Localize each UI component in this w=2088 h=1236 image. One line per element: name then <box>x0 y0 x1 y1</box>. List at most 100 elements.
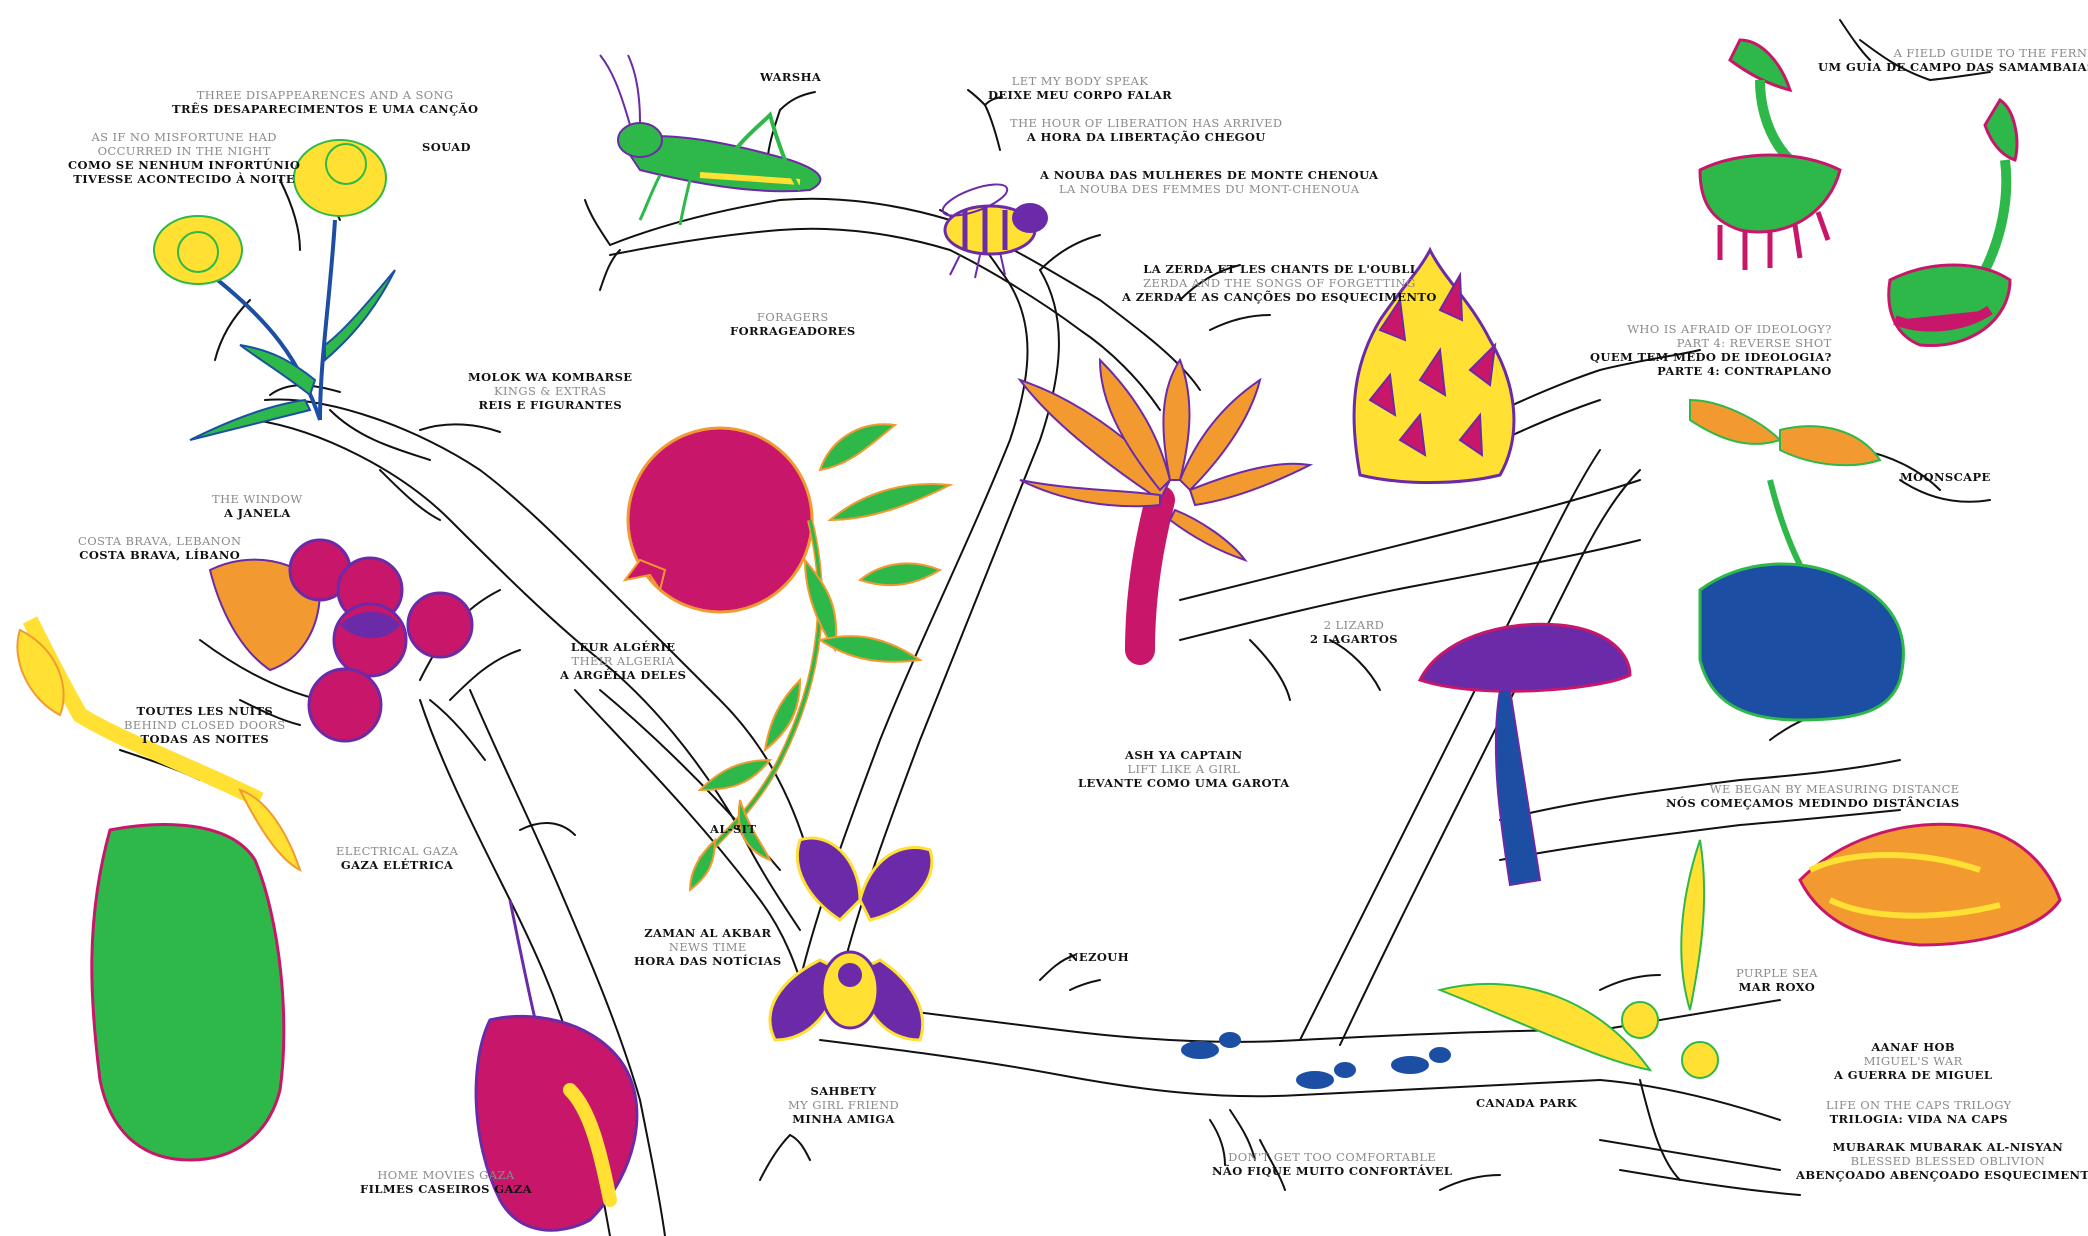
label-line: COSTA BRAVA, LEBANON <box>78 534 241 548</box>
label-line: TODAS AS NOITES <box>124 732 286 746</box>
label-zaman-al-akbar: ZAMAN AL AKBAR NEWS TIME HORA DAS NOTÍCI… <box>634 926 782 968</box>
label-line: GAZA ELÉTRICA <box>336 858 458 872</box>
label-line: MY GIRL FRIEND <box>788 1098 899 1112</box>
label-mubarak: MUBARAK MUBARAK AL-NISYAN BLESSED BLESSE… <box>1796 1140 2088 1182</box>
label-three-disappearences: THREE DISAPPEARENCES AND A SONG TRÊS DES… <box>172 88 478 116</box>
label-line: MAR ROXO <box>1736 980 1818 994</box>
label-line: A ZERDA E AS CANÇÕES DO ESQUECIMENTO <box>1122 290 1437 304</box>
label-line: 2 LIZARD <box>1310 618 1398 632</box>
label-line: AS IF NO MISFORTUNE HAD <box>68 130 300 144</box>
mushroom <box>1420 624 1630 885</box>
label-line: AANAF HOB <box>1834 1040 1992 1054</box>
label-purple-sea: PURPLE SEA MAR ROXO <box>1736 966 1818 994</box>
label-warsha: WARSHA <box>760 70 821 84</box>
label-line: LIFT LIKE A GIRL <box>1078 762 1290 776</box>
soursop <box>17 620 300 1160</box>
label-comfortable: DON'T GET TOO COMFORTABLE NÃO FIQUE MUIT… <box>1212 1150 1452 1178</box>
label-line: ZERDA AND THE SONGS OF FORGETTING <box>1122 276 1437 290</box>
label-line: LEUR ALGÉRIE <box>560 640 686 654</box>
label-line: PART 4: REVERSE SHOT <box>1590 336 1832 350</box>
label-measuring-distance: WE BEGAN BY MEASURING DISTANCE NÓS COMEÇ… <box>1666 782 1960 810</box>
label-line: LA ZERDA ET LES CHANTS DE L'OUBLI <box>1122 262 1437 276</box>
label-line: HOME MOVIES GAZA <box>360 1168 532 1182</box>
label-line: DEIXE MEU CORPO FALAR <box>988 88 1172 102</box>
label-sahbety: SAHBETY MY GIRL FRIEND MINHA AMIGA <box>788 1084 899 1126</box>
label-line: PURPLE SEA <box>1736 966 1818 980</box>
label-al-sit: AL-SIT <box>710 822 756 836</box>
label-line: TRÊS DESAPARECIMENTOS E UMA CANÇÃO <box>172 102 478 116</box>
label-line: KINGS & EXTRAS <box>468 384 632 398</box>
label-line: FORRAGEADORES <box>730 324 856 338</box>
label-line: BEHIND CLOSED DOORS <box>124 718 286 732</box>
label-canada-park: CANADA PARK <box>1476 1096 1577 1110</box>
label-line: COSTA BRAVA, LÍBANO <box>78 548 241 562</box>
label-line: A ARGÉLIA DELES <box>560 668 686 682</box>
label-line: PARTE 4: CONTRAPLANO <box>1590 364 1832 378</box>
label-line: LIFE ON THE CAPS TRILOGY <box>1826 1098 2012 1112</box>
label-line: THEIR ALGERIA <box>560 654 686 668</box>
label-line: MINHA AMIGA <box>788 1112 899 1126</box>
label-molok: MOLOK WA KOMBARSE KINGS & EXTRAS REIS E … <box>468 370 632 412</box>
label-line: NEZOUH <box>1068 950 1129 964</box>
sprouting-seeds <box>1440 840 1718 1078</box>
label-line: HORA DAS NOTÍCIAS <box>634 954 782 968</box>
label-line: ZAMAN AL AKBAR <box>634 926 782 940</box>
banana-flower <box>1020 360 1310 650</box>
label-line: TOUTES LES NUITS <box>124 704 286 718</box>
label-line: FORAGERS <box>730 310 856 324</box>
label-costa-brava: COSTA BRAVA, LEBANON COSTA BRAVA, LÍBANO <box>78 534 241 562</box>
label-moonscape: MOONSCAPE <box>1900 470 1991 484</box>
label-line: COMO SE NENHUM INFORTÚNIO <box>68 158 300 172</box>
label-toutes-les-nuits: TOUTES LES NUITS BEHIND CLOSED DOORS TOD… <box>124 704 286 746</box>
custard-apple <box>1690 400 1903 720</box>
label-line: NÓS COMEÇAMOS MEDINDO DISTÂNCIAS <box>1666 796 1960 810</box>
label-ferns: A FIELD GUIDE TO THE FERNS UM GUIA DE CA… <box>1818 46 2088 74</box>
label-nouba: A NOUBA DAS MULHERES DE MONTE CHENOUA LA… <box>1040 168 1378 196</box>
label-zerda: LA ZERDA ET LES CHANTS DE L'OUBLI ZERDA … <box>1122 262 1437 304</box>
label-hour-of-liberation: THE HOUR OF LIBERATION HAS ARRIVED A HOR… <box>1010 116 1283 144</box>
label-line: THREE DISAPPEARENCES AND A SONG <box>172 88 478 102</box>
venus-flytrap <box>1700 40 2017 346</box>
label-line: CANADA PARK <box>1476 1096 1577 1110</box>
label-souad: SOUAD <box>422 140 471 154</box>
label-line: REIS E FIGURANTES <box>468 398 632 412</box>
label-line: WHO IS AFRAID OF IDEOLOGY? <box>1590 322 1832 336</box>
label-line: WARSHA <box>760 70 821 84</box>
label-line: BLESSED BLESSED OBLIVION <box>1796 1154 2088 1168</box>
label-line: 2 LAGARTOS <box>1310 632 1398 646</box>
label-line: LET MY BODY SPEAK <box>988 74 1172 88</box>
label-line: A HORA DA LIBERTAÇÃO CHEGOU <box>1010 130 1283 144</box>
label-line: ABENÇOADO ABENÇOADO ESQUECIMENTO <box>1796 1168 2088 1182</box>
label-line: LEVANTE COMO UMA GAROTA <box>1078 776 1290 790</box>
label-line: ASH YA CAPTAIN <box>1078 748 1290 762</box>
label-line: THE WINDOW <box>212 492 303 506</box>
label-line: ELECTRICAL GAZA <box>336 844 458 858</box>
label-window: THE WINDOW A JANELA <box>212 492 303 520</box>
label-line: MIGUEL'S WAR <box>1834 1054 1992 1068</box>
label-line: A NOUBA DAS MULHERES DE MONTE CHENOUA <box>1040 168 1378 182</box>
label-line: AL-SIT <box>710 822 756 836</box>
label-line: TIVESSE ACONTECIDO À NOITE <box>68 172 300 186</box>
label-line: LA NOUBA DES FEMMES DU MONT-CHENOUA <box>1040 182 1378 196</box>
label-line: DON'T GET TOO COMFORTABLE <box>1212 1150 1452 1164</box>
label-line: MOLOK WA KOMBARSE <box>468 370 632 384</box>
label-nezouh: NEZOUH <box>1068 950 1129 964</box>
label-line: A JANELA <box>212 506 303 520</box>
label-line: TRILOGIA: VIDA NA CAPS <box>1826 1112 2012 1126</box>
label-line: OCCURRED IN THE NIGHT <box>68 144 300 158</box>
ants <box>1182 1033 1450 1088</box>
label-aanaf-hob: AANAF HOB MIGUEL'S WAR A GUERRA DE MIGUE… <box>1834 1040 1992 1082</box>
label-line: SAHBETY <box>788 1084 899 1098</box>
label-leur-algerie: LEUR ALGÉRIE THEIR ALGERIA A ARGÉLIA DEL… <box>560 640 686 682</box>
label-line: SOUAD <box>422 140 471 154</box>
label-line: MOONSCAPE <box>1900 470 1991 484</box>
label-let-my-body-speak: LET MY BODY SPEAK DEIXE MEU CORPO FALAR <box>988 74 1172 102</box>
bracket-fungus <box>1800 824 2060 945</box>
label-lizard: 2 LIZARD 2 LAGARTOS <box>1310 618 1398 646</box>
label-line: WE BEGAN BY MEASURING DISTANCE <box>1666 782 1960 796</box>
bee <box>939 178 1048 278</box>
label-home-movies: HOME MOVIES GAZA FILMES CASEIROS GAZA <box>360 1168 532 1196</box>
label-line: A GUERRA DE MIGUEL <box>1834 1068 1992 1082</box>
label-ash-ya-captain: ASH YA CAPTAIN LIFT LIKE A GIRL LEVANTE … <box>1078 748 1290 790</box>
